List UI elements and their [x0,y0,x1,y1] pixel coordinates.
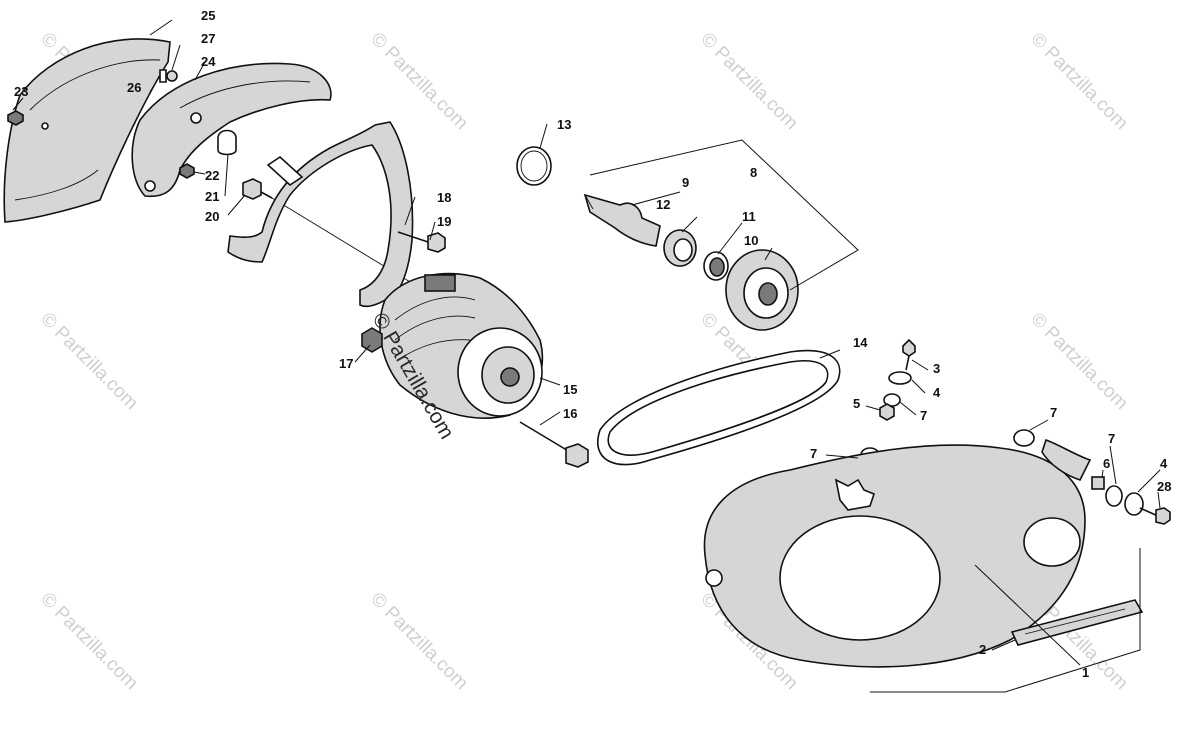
callout-6: 6 [1103,456,1110,471]
callout-7: 7 [920,408,927,423]
watermark: © Partzilla.com [1026,309,1131,414]
part-12-bearing [663,229,697,267]
callout-27: 27 [201,31,215,46]
callout-19: 19 [437,214,451,229]
callout-14: 14 [853,335,868,350]
part-2-decal [1010,599,1144,646]
callout-10: 10 [744,233,758,248]
part-25-shroud [3,38,171,223]
callout-25: 25 [201,8,215,23]
callout-5: 5 [853,396,860,411]
part-18-mount-bracket [227,121,414,308]
part-13-oring [516,146,552,186]
callout-4: 4 [933,385,941,400]
callout-21: 21 [205,189,219,204]
part-20-bolt [242,178,421,289]
callout-23: 23 [14,84,28,99]
part-24-bracket [131,62,332,198]
part-1-belt-cover [703,438,1092,668]
leader-lines [12,19,1161,666]
watermark: © Partzilla.com [366,589,471,694]
callout-11: 11 [742,209,756,224]
callout-20: 20 [205,209,219,224]
hardware-right [1013,429,1171,525]
callout-13: 13 [557,117,571,132]
callout-9: 9 [682,175,689,190]
watermark: © Partzilla.com [366,29,471,134]
callout-26: 26 [127,80,141,95]
callout-labels: 25 27 24 26 23 22 21 20 18 19 17 13 9 8 … [14,8,1171,680]
callout-7: 7 [1050,405,1057,420]
callout-1: 1 [1082,665,1089,680]
callout-12: 12 [656,197,670,212]
washer-4 [888,371,912,385]
spacer-5 [879,403,895,421]
hardware-top-left [7,69,237,179]
washer-27 [166,70,178,82]
part-16-bolt [519,421,589,468]
hardware-center-right [860,338,916,463]
part-15-alternator [379,272,544,419]
nut-22 [179,163,195,179]
callout-7: 7 [1108,431,1115,446]
part-11-ring [703,251,729,281]
callout-22: 22 [205,168,219,183]
part-19-bolt [397,231,446,253]
part-17-terminal [361,327,383,353]
callout-18: 18 [437,190,451,205]
callout-24: 24 [201,54,216,69]
clamp-21 [217,129,237,156]
nut-23 [7,110,24,126]
callout-3: 3 [933,361,940,376]
watermark: © Partzilla.com [36,309,141,414]
bracket-lines-bottom [870,548,1141,693]
callout-16: 16 [563,406,577,421]
callout-4: 4 [1160,456,1168,471]
watermark: © Partzilla.com [36,589,141,694]
callout-2: 2 [979,642,986,657]
washer-4-right [1124,492,1144,516]
part-8-bracket-lines [589,139,859,291]
callout-17: 17 [339,356,353,371]
callout-28: 28 [1157,479,1171,494]
callout-7: 7 [810,446,817,461]
washer-7-top [1013,429,1035,447]
bolt-28 [1155,507,1171,525]
watermark: © Partzilla.com [1026,29,1131,134]
part-10-pulley [725,249,799,331]
washer-7-right [1105,485,1123,507]
screw-26 [159,69,167,83]
callout-15: 15 [563,382,577,397]
watermark: © Partzilla.com [696,29,801,134]
part-9-shaft [583,193,661,247]
part-14-belt [597,349,841,466]
bolt-3 [902,338,916,357]
spacer-6 [1091,476,1105,490]
callout-8: 8 [750,165,757,180]
